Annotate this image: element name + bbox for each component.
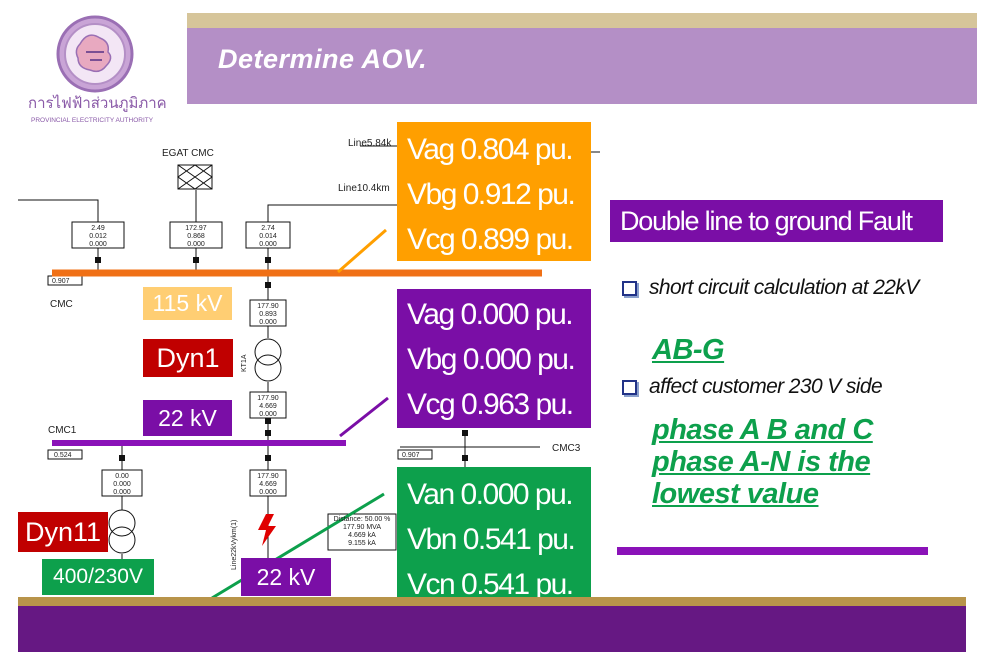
bullet-affect-customer: affect customer 230 V side [622, 375, 883, 399]
svg-text:4.669: 4.669 [259, 481, 277, 488]
result-text: phase A B and C phase A-N is the lowest … [652, 414, 873, 510]
fault-current-2: 9.155 kA [348, 540, 376, 547]
label-kt1a: KT1A [241, 354, 248, 372]
voltage-box-115kv: Vag 0.804 pu. Vbg 0.912 pu. Vcg 0.899 pu… [397, 122, 591, 261]
svg-text:177.90: 177.90 [257, 395, 279, 402]
voltage-reading: Vcg 0.899 pu. [407, 223, 574, 256]
fault-type-heading: Double line to ground Fault [610, 200, 943, 242]
footer-band [18, 606, 966, 652]
voltage-reading: Vbg 0.000 pu. [407, 343, 576, 376]
svg-text:0.000: 0.000 [259, 241, 277, 248]
label-cmc1-value: 0.524 [54, 452, 72, 459]
svg-text:2.74: 2.74 [261, 225, 275, 232]
voltage-reading: Van 0.000 pu. [407, 478, 574, 511]
fault-phase-label: AB-G [652, 334, 725, 366]
voltage-reading: Vag 0.804 pu. [407, 133, 574, 166]
svg-text:0.000: 0.000 [89, 241, 107, 248]
label-line-22kv: Line22kVykm(1) [231, 520, 238, 570]
svg-text:4.669: 4.669 [259, 403, 277, 410]
voltage-box-22kv: Vag 0.000 pu. Vbg 0.000 pu. Vcg 0.963 pu… [397, 289, 591, 428]
label-line-10-4: Line10.4km [338, 183, 390, 194]
svg-text:2.49: 2.49 [91, 225, 105, 232]
header-accent-strip [187, 13, 977, 28]
voltage-reading: Vcn 0.541 pu. [407, 568, 574, 597]
fault-distance: Distance: 50.00 % [334, 516, 391, 523]
tag-22kv-bus: 22 kV [143, 400, 232, 436]
svg-text:0.893: 0.893 [259, 311, 277, 318]
label-cmc3-value: 0.907 [402, 452, 420, 459]
header-band [187, 28, 977, 104]
logo-thai-text: การไฟฟ้าส่วนภูมิภาค [28, 94, 167, 112]
svg-text:0.012: 0.012 [89, 233, 107, 240]
result-line: lowest value [652, 478, 819, 510]
tag-400-230v: 400/230V [42, 559, 154, 595]
svg-text:172.97: 172.97 [185, 225, 207, 232]
voltage-reading: Vbg 0.912 pu. [407, 178, 576, 211]
fault-lightning-icon [258, 514, 276, 546]
svg-text:0.000: 0.000 [187, 241, 205, 248]
fault-current-1: 4.669 kA [348, 532, 376, 539]
svg-text:0.000: 0.000 [113, 489, 131, 496]
bullet-short-circuit: short circuit calculation at 22kV [622, 276, 919, 300]
result-line: phase A B and C [652, 414, 873, 446]
svg-text:0.00: 0.00 [115, 473, 129, 480]
svg-text:0.000: 0.000 [259, 411, 277, 418]
bullet-text: affect customer 230 V side [649, 375, 883, 398]
svg-text:0.000: 0.000 [113, 481, 131, 488]
label-cmc-value: 0.907 [52, 278, 70, 285]
svg-text:0.000: 0.000 [259, 489, 277, 496]
label-bus-cmc: CMC [50, 299, 73, 310]
svg-text:0.000: 0.000 [259, 319, 277, 326]
footer-accent-strip [18, 597, 966, 606]
checkbox-bullet-icon [622, 280, 637, 296]
label-bus-cmc3: CMC3 [552, 443, 581, 454]
slide-title: Determine AOV. [218, 44, 428, 74]
label-line-5-84: Line5.84k [348, 138, 392, 149]
fault-mva: 177.90 MVA [343, 524, 381, 531]
svg-text:0.868: 0.868 [187, 233, 205, 240]
tag-dyn11: Dyn11 [18, 512, 108, 552]
label-bus-cmc1: CMC1 [48, 425, 77, 436]
voltage-reading: Vag 0.000 pu. [407, 298, 574, 331]
tag-115kv: 115 kV [143, 287, 232, 320]
voltage-reading: Vcg 0.963 pu. [407, 388, 574, 421]
voltage-box-230v: Van 0.000 pu. Vbn 0.541 pu. Vcn 0.541 pu… [397, 467, 591, 597]
divider-bar [617, 547, 928, 555]
svg-text:177.90: 177.90 [257, 303, 279, 310]
pea-logo: การไฟฟ้าส่วนภูมิภาค PROVINCIAL ELECTRICI… [28, 8, 178, 133]
label-egat: EGAT CMC [162, 148, 214, 159]
svg-text:0.014: 0.014 [259, 233, 277, 240]
logo-english-text: PROVINCIAL ELECTRICITY AUTHORITY [31, 117, 154, 124]
tag-22kv-line: 22 kV [241, 558, 331, 596]
result-line: phase A-N is the [652, 446, 871, 478]
bullet-text: short circuit calculation at 22kV [649, 276, 919, 299]
single-line-diagram: Line5.84k Line10.4km EGAT CMC CMC CMC1 C… [18, 138, 600, 600]
voltage-reading: Vbn 0.541 pu. [407, 523, 576, 556]
tag-dyn1: Dyn1 [143, 339, 233, 377]
svg-text:177.90: 177.90 [257, 473, 279, 480]
checkbox-bullet-icon [622, 379, 637, 395]
